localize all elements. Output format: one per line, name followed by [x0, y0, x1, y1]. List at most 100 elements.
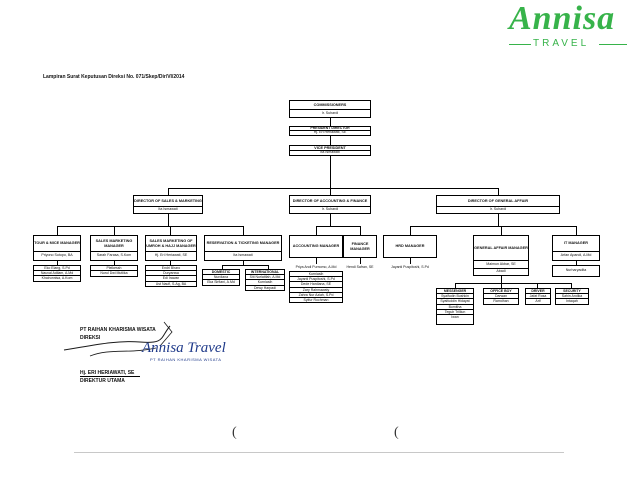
ga-manager-title: GENERAL AFFAIR MANAGER — [474, 245, 528, 250]
list-item: Khairunnisa, A.Kom — [41, 276, 73, 281]
commissioner-title: COMMISSIONERS — [290, 101, 370, 110]
list-item: Sahin Andika — [556, 294, 588, 300]
tour-mice-manager-box: TOUR & MICE MANAGER Priyono Sutopo, BA — [33, 235, 81, 261]
brand-rule-right — [599, 44, 627, 45]
list-item: Dewy Harpadi — [254, 285, 276, 290]
umroh-manager-name: Hj. Eri Heriawati, SE — [154, 253, 188, 258]
list-item: Edi Irawan — [146, 276, 196, 282]
accounting-manager-name: Priya Andi Purnomo, A.Md — [289, 264, 343, 270]
list-item: Syaifuddin Hidayat — [437, 299, 473, 305]
brand-rule-left — [509, 44, 531, 45]
tour-manager-name: Priyono Sutopo, BA — [41, 253, 73, 258]
scan-mark-right: ( — [394, 425, 399, 440]
finance-manager-box: FINANCE MANAGER — [343, 235, 377, 258]
ga-sub-name: Abadi — [496, 269, 506, 274]
list-item: Nurdiana — [203, 275, 239, 281]
umroh-hajj-manager-box: SALES MARKETING OF UMROH & HAJJ MANAGER … — [145, 235, 197, 261]
vice-name: Ita Ismawati — [320, 150, 340, 155]
director-ga-box: DIRECTOR OF GENERAL AFFAIR Ir. Suhardi — [436, 195, 560, 214]
sales-manager-title: SALES MARKETING MANAGER — [91, 236, 137, 252]
list-item: Nurul Dwi Mutlika — [100, 271, 128, 276]
list-item: Zary Rahmawaty — [290, 288, 342, 293]
director-accounting-name: Ir. Suhardi — [321, 207, 339, 212]
company-stamp: Annisa Travel — [142, 340, 226, 356]
brand-sub: TRAVEL — [533, 38, 590, 49]
accounting-manager-title: ACCOUNTING MANAGER — [292, 244, 340, 249]
list-item: Ust Naufi, S.Ag, BA — [155, 281, 187, 286]
it-manager-box: IT MANAGER Arfan Apandi, A.Md — [552, 235, 600, 261]
international-header: INTERNATIONAL — [246, 270, 284, 276]
list-item: Jafat Rosa — [526, 294, 550, 300]
ga-manager-detail: Maimun Akbar, SE Abadi — [473, 261, 529, 276]
signature-role-top: DIREKSI — [80, 335, 101, 341]
signature-company: PT RAIHAN KHARISMA WISATA — [80, 327, 156, 333]
messenger-header: MESSENGER — [437, 289, 473, 295]
list-item: Zahra Nur Aziah, S.Pd — [290, 293, 342, 298]
list-item: Darwan — [484, 294, 518, 300]
domestic-header: DOMESTIC — [203, 270, 239, 276]
document-caption: Lampiran Surat Keputusan Direksi No. 071… — [43, 74, 185, 80]
list-item: Pleikessh — [91, 266, 137, 272]
footer-divider — [74, 452, 564, 453]
signature-scribble-icon — [63, 321, 173, 357]
office-boy-list: OFFICE BOY Darwan Ramdhan — [483, 288, 519, 305]
president-director-box: PRESIDENT DIRECTOR Hj. Eri Heriawati, SE — [289, 126, 371, 136]
signatory-underline — [80, 376, 140, 377]
list-item: Bumitha — [437, 305, 473, 310]
list-item: Duryanwa — [146, 271, 196, 277]
list-item: Endri Bharo — [146, 266, 196, 272]
accounting-manager-box: ACCOUNTING MANAGER — [289, 235, 343, 258]
umroh-manager-title: SALES MARKETING OF UMROH & HAJJ MANAGER — [146, 236, 196, 252]
sales-manager-name: Sarah Farasa, S.Kom — [96, 253, 132, 258]
director-ga-title: DIRECTOR OF GENERAL AFFAIR — [437, 196, 559, 207]
vice-title: VICE PRESIDENT — [290, 146, 370, 151]
umroh-staff-list: Endri Bharo Duryanwa Edi Irawan Ust Nauf… — [145, 265, 197, 287]
list-item: Syifur Rochman — [303, 297, 329, 302]
director-sales-title: DIRECTOR OF SALES & MARKETING — [134, 196, 202, 207]
director-sales-box: DIRECTOR OF SALES & MARKETING Ita Ismawa… — [133, 195, 203, 214]
list-item: Nauval Adilam, A.Md — [34, 271, 80, 277]
list-item: Eka Sirfiani, A.Md — [207, 280, 235, 285]
hrd-manager-name: Jayanti Puspitoshi, S.Pd — [383, 264, 437, 270]
director-accounting-title: DIRECTOR OF ACCOUNTING & FINANCE — [290, 196, 370, 207]
it-staff-name: Nurharyadita — [565, 268, 587, 273]
ga-manager-name: Maimun Akbar, SE — [474, 261, 528, 269]
list-item: Jayanti Puspitoshi, S.Pd — [290, 277, 342, 283]
sales-marketing-manager-box: SALES MARKETING MANAGER Sarah Farasa, S.… — [90, 235, 138, 261]
accounting-staff-list: Kurniasih Jayanti Puspitoshi, S.Pd Dede … — [289, 271, 343, 303]
domestic-staff-list: DOMESTIC Nurdiana Eka Sirfiani, A.Md — [202, 269, 240, 286]
company-stamp-sub: PT RAIHAN KHARISMA WISATA — [150, 357, 222, 362]
signatory-name: Hj. ERI HERIAWATI, SE — [80, 370, 135, 376]
list-item: Syaifudin Bushkin — [437, 294, 473, 300]
list-item: Iwan — [451, 314, 459, 319]
driver-header: DRIVER — [526, 289, 550, 295]
reservation-manager-box: RESERVATION & TICKETING MANAGER Ita Isma… — [204, 235, 282, 261]
tour-staff-list: Eko Elang, S.Pd Nauval Adilam, A.Md Khai… — [33, 265, 81, 282]
brand-logo: Annisa TRAVEL — [503, 0, 633, 50]
hrd-manager-title: HRD MANAGER — [395, 244, 425, 249]
director-sales-name: Ita Ismawati — [158, 207, 178, 212]
it-manager-title: IT MANAGER — [553, 236, 599, 252]
it-staff-box: Nurharyadita — [552, 265, 600, 277]
list-item: Kurniasih — [246, 280, 284, 286]
list-item: Siti Nurlatifah, A.Md — [246, 275, 284, 281]
messenger-list: MESSENGER Syaifudin Bushkin Syaifuddin H… — [436, 288, 474, 325]
tour-manager-title: TOUR & MICE MANAGER — [34, 236, 80, 252]
list-item: Ramdhan — [493, 299, 509, 304]
list-item: Kurniasih — [290, 272, 342, 278]
reservation-manager-name: Ita Ismawati — [233, 253, 253, 258]
director-ga-name: Ir. Suhardi — [489, 207, 507, 212]
commissioner-name: Ir. Suhardi — [321, 110, 339, 115]
international-staff-list: INTERNATIONAL Siti Nurlatifah, A.Md Kurn… — [245, 269, 285, 291]
vice-president-box: VICE PRESIDENT Ita Ismawati — [289, 145, 371, 156]
brand-name: Annisa — [509, 0, 616, 37]
office-boy-header: OFFICE BOY — [484, 289, 518, 295]
security-list: SECURITY Sahin Andika Intaqah — [555, 288, 589, 305]
security-header: SECURITY — [556, 289, 588, 295]
list-item: Teguh Trilliun — [437, 310, 473, 315]
director-accounting-box: DIRECTOR OF ACCOUNTING & FINANCE Ir. Suh… — [289, 195, 371, 214]
president-title: PRESIDENT DIRECTOR — [290, 126, 370, 131]
it-manager-name: Arfan Apandi, A.Md — [560, 253, 592, 258]
signatory-role: DIREKTUR UTAMA — [80, 378, 125, 384]
list-item: Eko Elang, S.Pd — [34, 266, 80, 272]
